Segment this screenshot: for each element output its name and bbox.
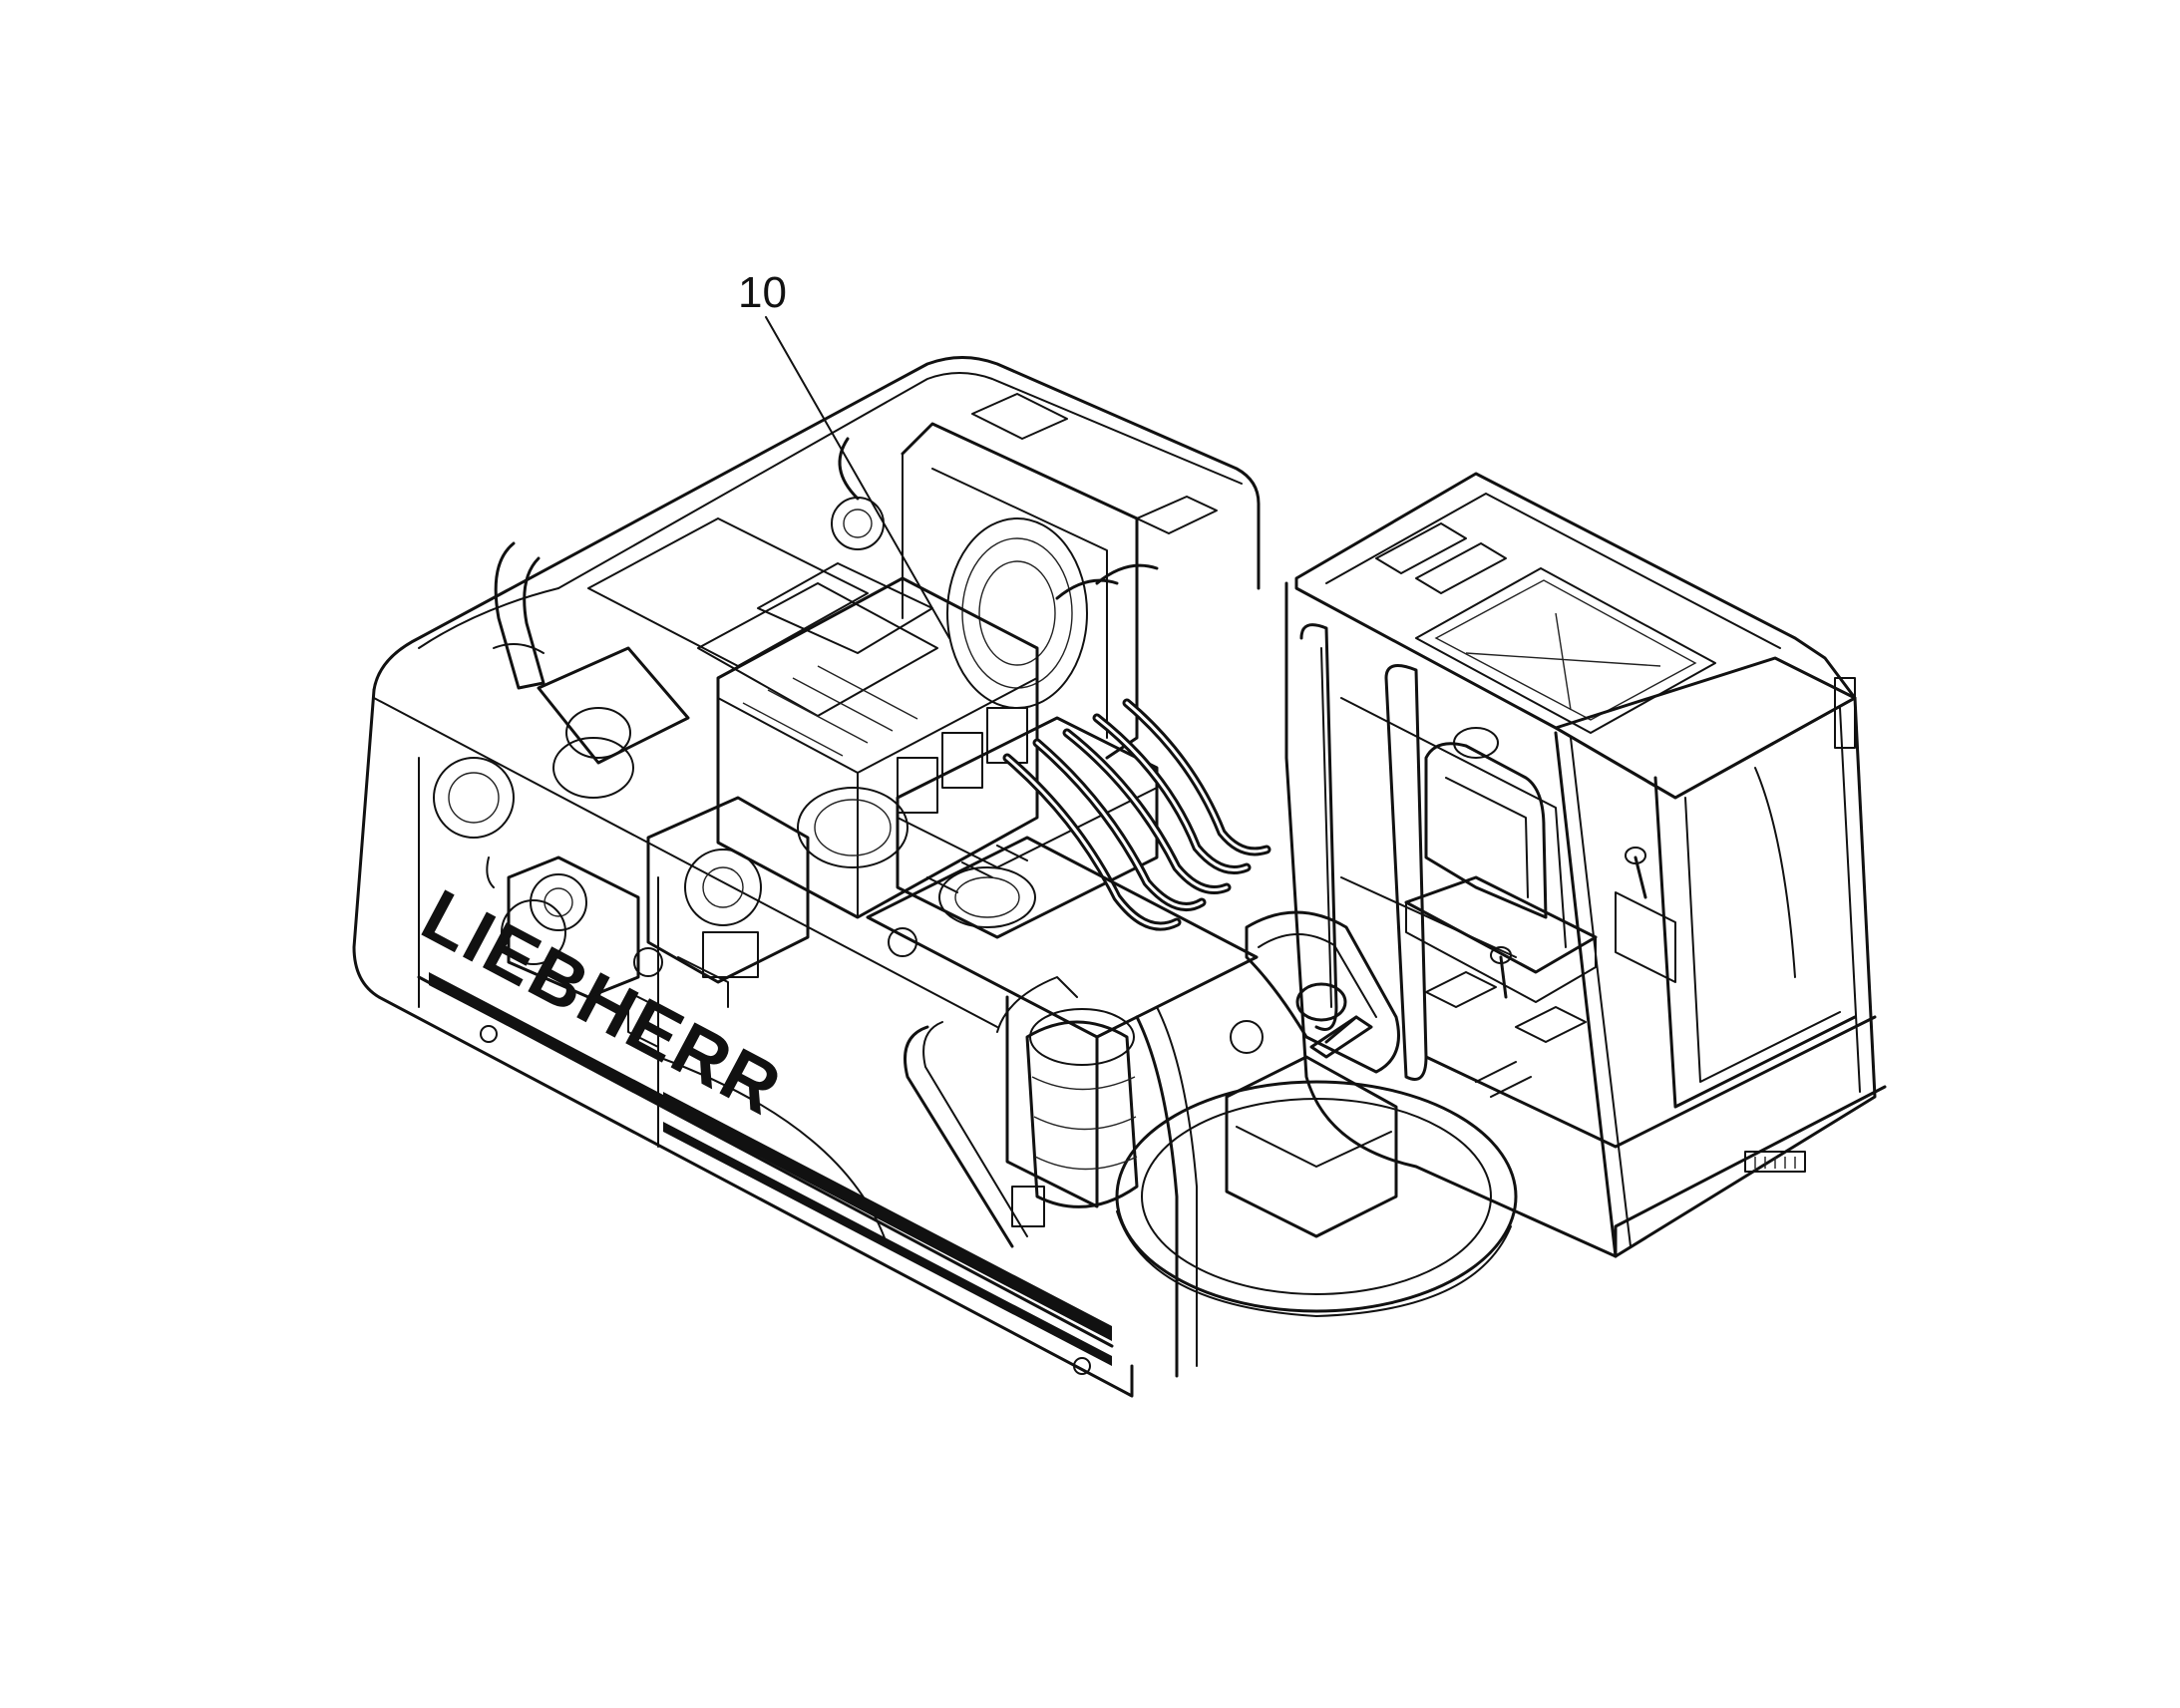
operator-cab (1284, 472, 1887, 1258)
hydraulic-hoses (1002, 698, 1272, 931)
hydraulic-pumps (501, 796, 810, 1048)
engine-assembly (433, 422, 1159, 919)
tank-deck (866, 836, 1259, 1378)
callout-10: 10 (738, 268, 950, 639)
callout-leader-line (765, 316, 950, 639)
control-valve-block (797, 716, 1159, 939)
engine-hood (352, 356, 1261, 1398)
swing-motor (1011, 1008, 1139, 1227)
operator-seat (1404, 727, 1676, 1098)
callout-label: 10 (738, 268, 787, 317)
boom-mount (996, 910, 1400, 1074)
